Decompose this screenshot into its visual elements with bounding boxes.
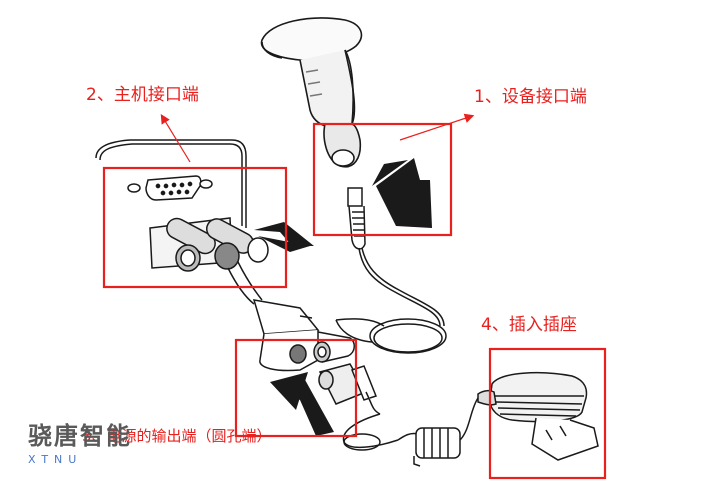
highlight-boxes xyxy=(102,122,607,480)
db9-connector-icon xyxy=(127,175,213,201)
barcode-scanner-icon xyxy=(260,17,363,168)
pointer-arrows xyxy=(160,113,475,163)
device-port-label: 1、设备接口端 xyxy=(474,87,587,107)
host-cable xyxy=(227,261,385,372)
power-adapter-icon xyxy=(477,372,599,461)
ps2-plugs xyxy=(149,217,269,272)
socket-label: 4、插入插座 xyxy=(481,315,577,335)
device-port-box xyxy=(312,122,453,237)
host-port-box xyxy=(102,166,288,289)
watermark-latin: XTNU xyxy=(28,453,83,466)
watermark: 骁唐智能 XTNU xyxy=(28,416,132,466)
power-output-label: 3、电源的输出端（圆孔端） xyxy=(82,427,272,445)
socket-box xyxy=(488,347,607,480)
host-panel xyxy=(95,139,247,228)
scanner-cable xyxy=(335,187,447,354)
power-output-box xyxy=(234,338,358,438)
watermark-name: 骁唐智能 xyxy=(28,422,132,450)
host-port-label: 2、主机接口端 xyxy=(86,85,199,105)
insert-arrow-icon xyxy=(254,158,432,436)
power-plug xyxy=(318,363,399,451)
